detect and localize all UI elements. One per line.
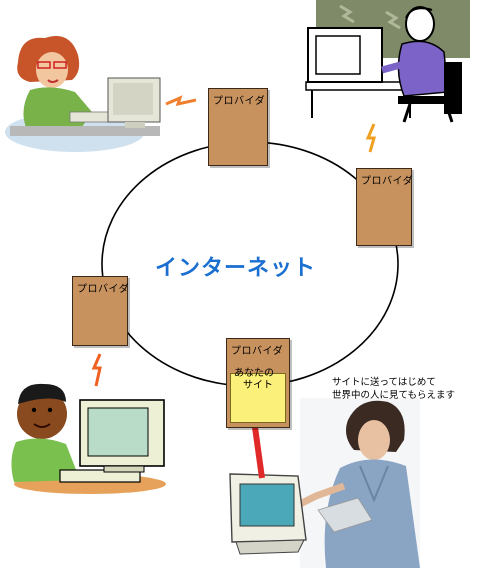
provider-label: プロバイダ: [231, 346, 284, 357]
your-site-label-line2: サイト: [243, 380, 273, 391]
provider-label: プロバイダ: [361, 176, 414, 187]
your-site-box: あなたの サイト: [230, 368, 286, 423]
boy-user-illustration: [11, 383, 166, 494]
man-user-illustration: [305, 0, 470, 123]
provider-right: プロバイダ: [356, 168, 414, 246]
provider-left: プロバイダ: [72, 276, 130, 346]
internet-label: インターネット: [155, 256, 317, 281]
provider-label: プロバイダ: [213, 96, 266, 107]
caption: サイトに送ってはじめて 世界中の人に見てもらえます: [332, 376, 455, 402]
provider-top: プロバイダ: [208, 88, 268, 166]
caption-line1: サイトに送ってはじめて: [332, 377, 436, 388]
lightning-bolt-bottom-left: [91, 353, 102, 387]
caption-line2: 世界中の人に見てもらえます: [332, 390, 456, 401]
your-site-label-line1: あなたの: [234, 368, 274, 379]
photo-user-illustration: [229, 398, 420, 568]
woman-user-illustration: [5, 36, 161, 152]
lightning-bolt-top-right: [365, 123, 376, 153]
provider-label: プロバイダ: [77, 284, 130, 295]
lightning-bolt-top-left: [165, 95, 197, 107]
